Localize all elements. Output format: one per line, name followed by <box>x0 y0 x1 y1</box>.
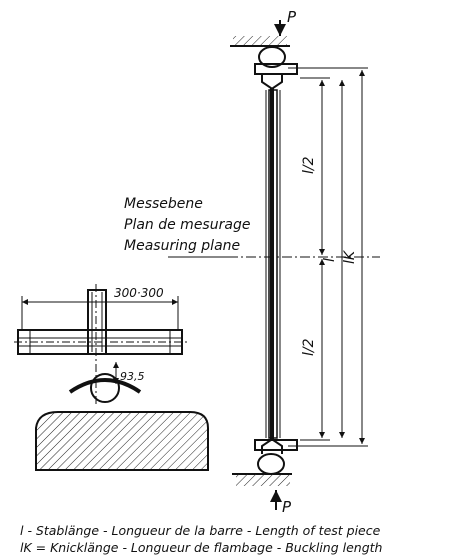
top-support <box>230 20 298 75</box>
legend-line-1: l - Stablänge - Longueur de la barre - L… <box>20 523 381 538</box>
detail-view <box>14 284 209 471</box>
dimension-300-label: 300·300 <box>114 286 164 300</box>
load-bottom-label: P <box>282 498 292 516</box>
measuring-plane-de: Messebene <box>124 196 203 212</box>
test-bar <box>261 74 283 454</box>
dimension-93-label: 93,5 <box>120 370 145 383</box>
legend-line-2: lK = Knicklänge - Longueur de flambage -… <box>20 540 383 555</box>
bottom-support <box>232 439 298 510</box>
measuring-plane-en: Measuring plane <box>124 238 240 254</box>
load-top-label: P <box>287 8 297 26</box>
buckling-length-label: lK <box>342 249 358 264</box>
measuring-plane-fr: Plan de mesurage <box>124 217 250 233</box>
half-length-lower-label: l/2 <box>301 338 317 356</box>
dimension-lines <box>288 67 368 447</box>
half-length-upper-label: l/2 <box>301 156 317 174</box>
length-l-label: l <box>322 258 338 262</box>
